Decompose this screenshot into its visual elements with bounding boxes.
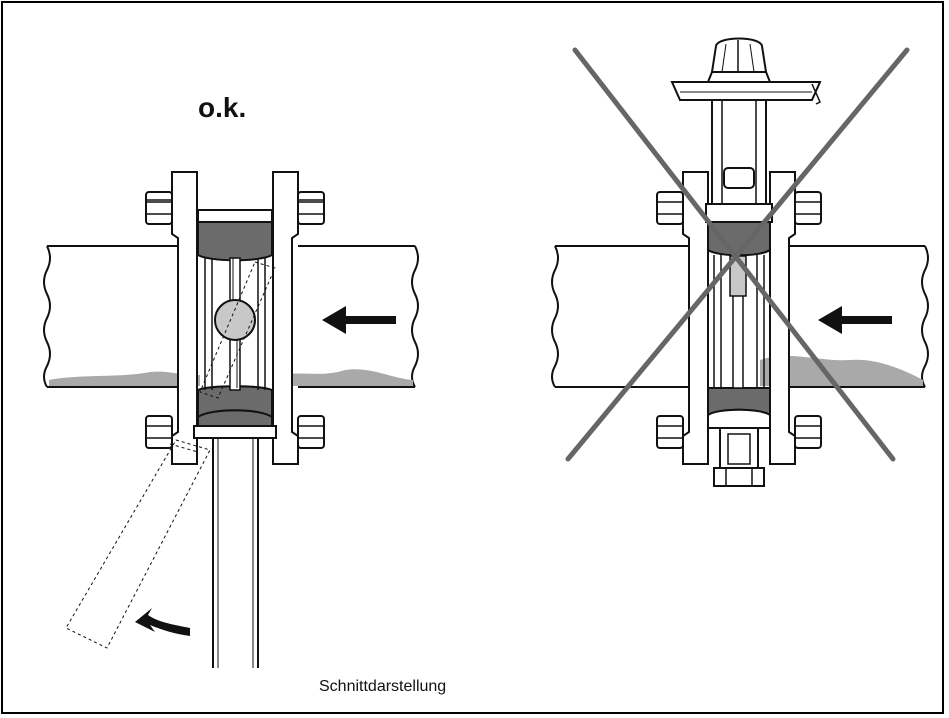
left-float bbox=[214, 299, 256, 341]
left-flanges bbox=[145, 171, 325, 465]
right-meter bbox=[670, 37, 822, 487]
left-pipe bbox=[43, 245, 419, 388]
right-sediment bbox=[760, 355, 923, 386]
left-sediment bbox=[49, 371, 200, 386]
rotate-arrow bbox=[135, 608, 190, 636]
ok-label: o.k. bbox=[198, 92, 247, 123]
right-diagram bbox=[551, 37, 929, 487]
flow-arrow-right bbox=[818, 306, 892, 334]
left-diagram bbox=[43, 171, 419, 668]
cross-out-mark bbox=[565, 47, 910, 462]
caption: Schnittdarstellung bbox=[319, 678, 447, 695]
right-pipe bbox=[551, 245, 929, 388]
left-indicator-tube bbox=[65, 438, 259, 668]
flow-arrow-left bbox=[322, 306, 396, 334]
left-meter bbox=[193, 209, 277, 439]
